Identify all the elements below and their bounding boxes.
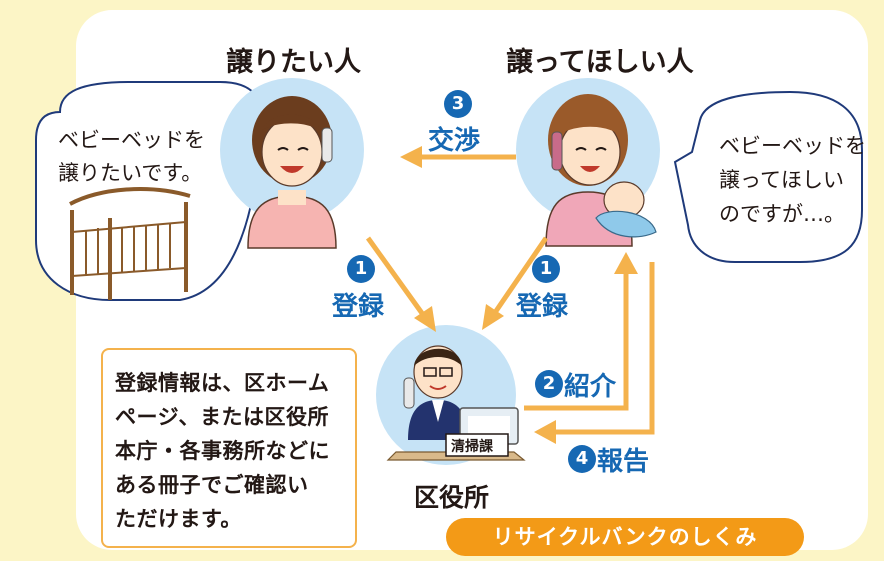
- step-register-right-number: 1: [532, 255, 560, 283]
- info-line-5: ただけます。: [115, 507, 242, 531]
- giver-bubble-line2: 譲りたいです。: [58, 161, 203, 185]
- step-introduce-label: 紹介: [564, 372, 617, 402]
- register-left-arrow: [365, 236, 436, 332]
- info-line-2: ページ、または区役所: [115, 405, 329, 429]
- desk-sign-text: 清掃課: [451, 439, 493, 455]
- introduce-arrow: [524, 252, 638, 411]
- desk-sign-plate: [445, 433, 509, 457]
- step-negotiate-label: 交渉: [428, 126, 481, 156]
- info-line-4: ある冊子でご確認い: [115, 473, 309, 497]
- receiver-mother-baby-illustration: [545, 94, 657, 247]
- info-box-text: 登録情報は、区ホーム ページ、または区役所 本庁・各事務所などに ある冊子でご確…: [115, 366, 351, 536]
- step-register-right-label: 登録: [516, 292, 569, 322]
- giver-woman-illustration: [247, 96, 337, 249]
- info-line-3: 本庁・各事務所などに: [115, 439, 330, 463]
- step-report-number: 4: [568, 445, 596, 473]
- report-arrow: [534, 262, 655, 444]
- giver-bubble-line1: ベビーベッドを: [58, 128, 205, 152]
- step-negotiate-number: 3: [444, 90, 472, 118]
- step-report-label: 報告: [597, 447, 650, 477]
- receiver-bubble-line3: のですが…。: [719, 202, 845, 226]
- receiver-bubble-line2: 譲ってほしい: [719, 168, 844, 192]
- giver-title: 譲りたい人: [226, 47, 361, 78]
- receiver-speech-bubble: [673, 90, 863, 263]
- office-title: 区役所: [414, 483, 490, 512]
- step-register-left-label: 登録: [332, 292, 385, 322]
- baby-crib-illustration: [69, 187, 191, 300]
- diagram-caption: リサイクルバンクのしくみ: [446, 518, 804, 556]
- register-right-arrow: [482, 236, 549, 330]
- receiver-title: 譲ってほしい人: [506, 47, 694, 78]
- step-introduce-number: 2: [535, 370, 563, 398]
- info-box: 登録情報は、区ホーム ページ、または区役所 本庁・各事務所などに ある冊子でご確…: [101, 348, 357, 548]
- negotiate-arrow: [400, 146, 516, 168]
- info-line-1: 登録情報は、区ホーム: [115, 371, 330, 395]
- step-register-left-number: 1: [347, 255, 375, 283]
- receiver-bubble-line1: ベビーベッドを: [719, 134, 866, 158]
